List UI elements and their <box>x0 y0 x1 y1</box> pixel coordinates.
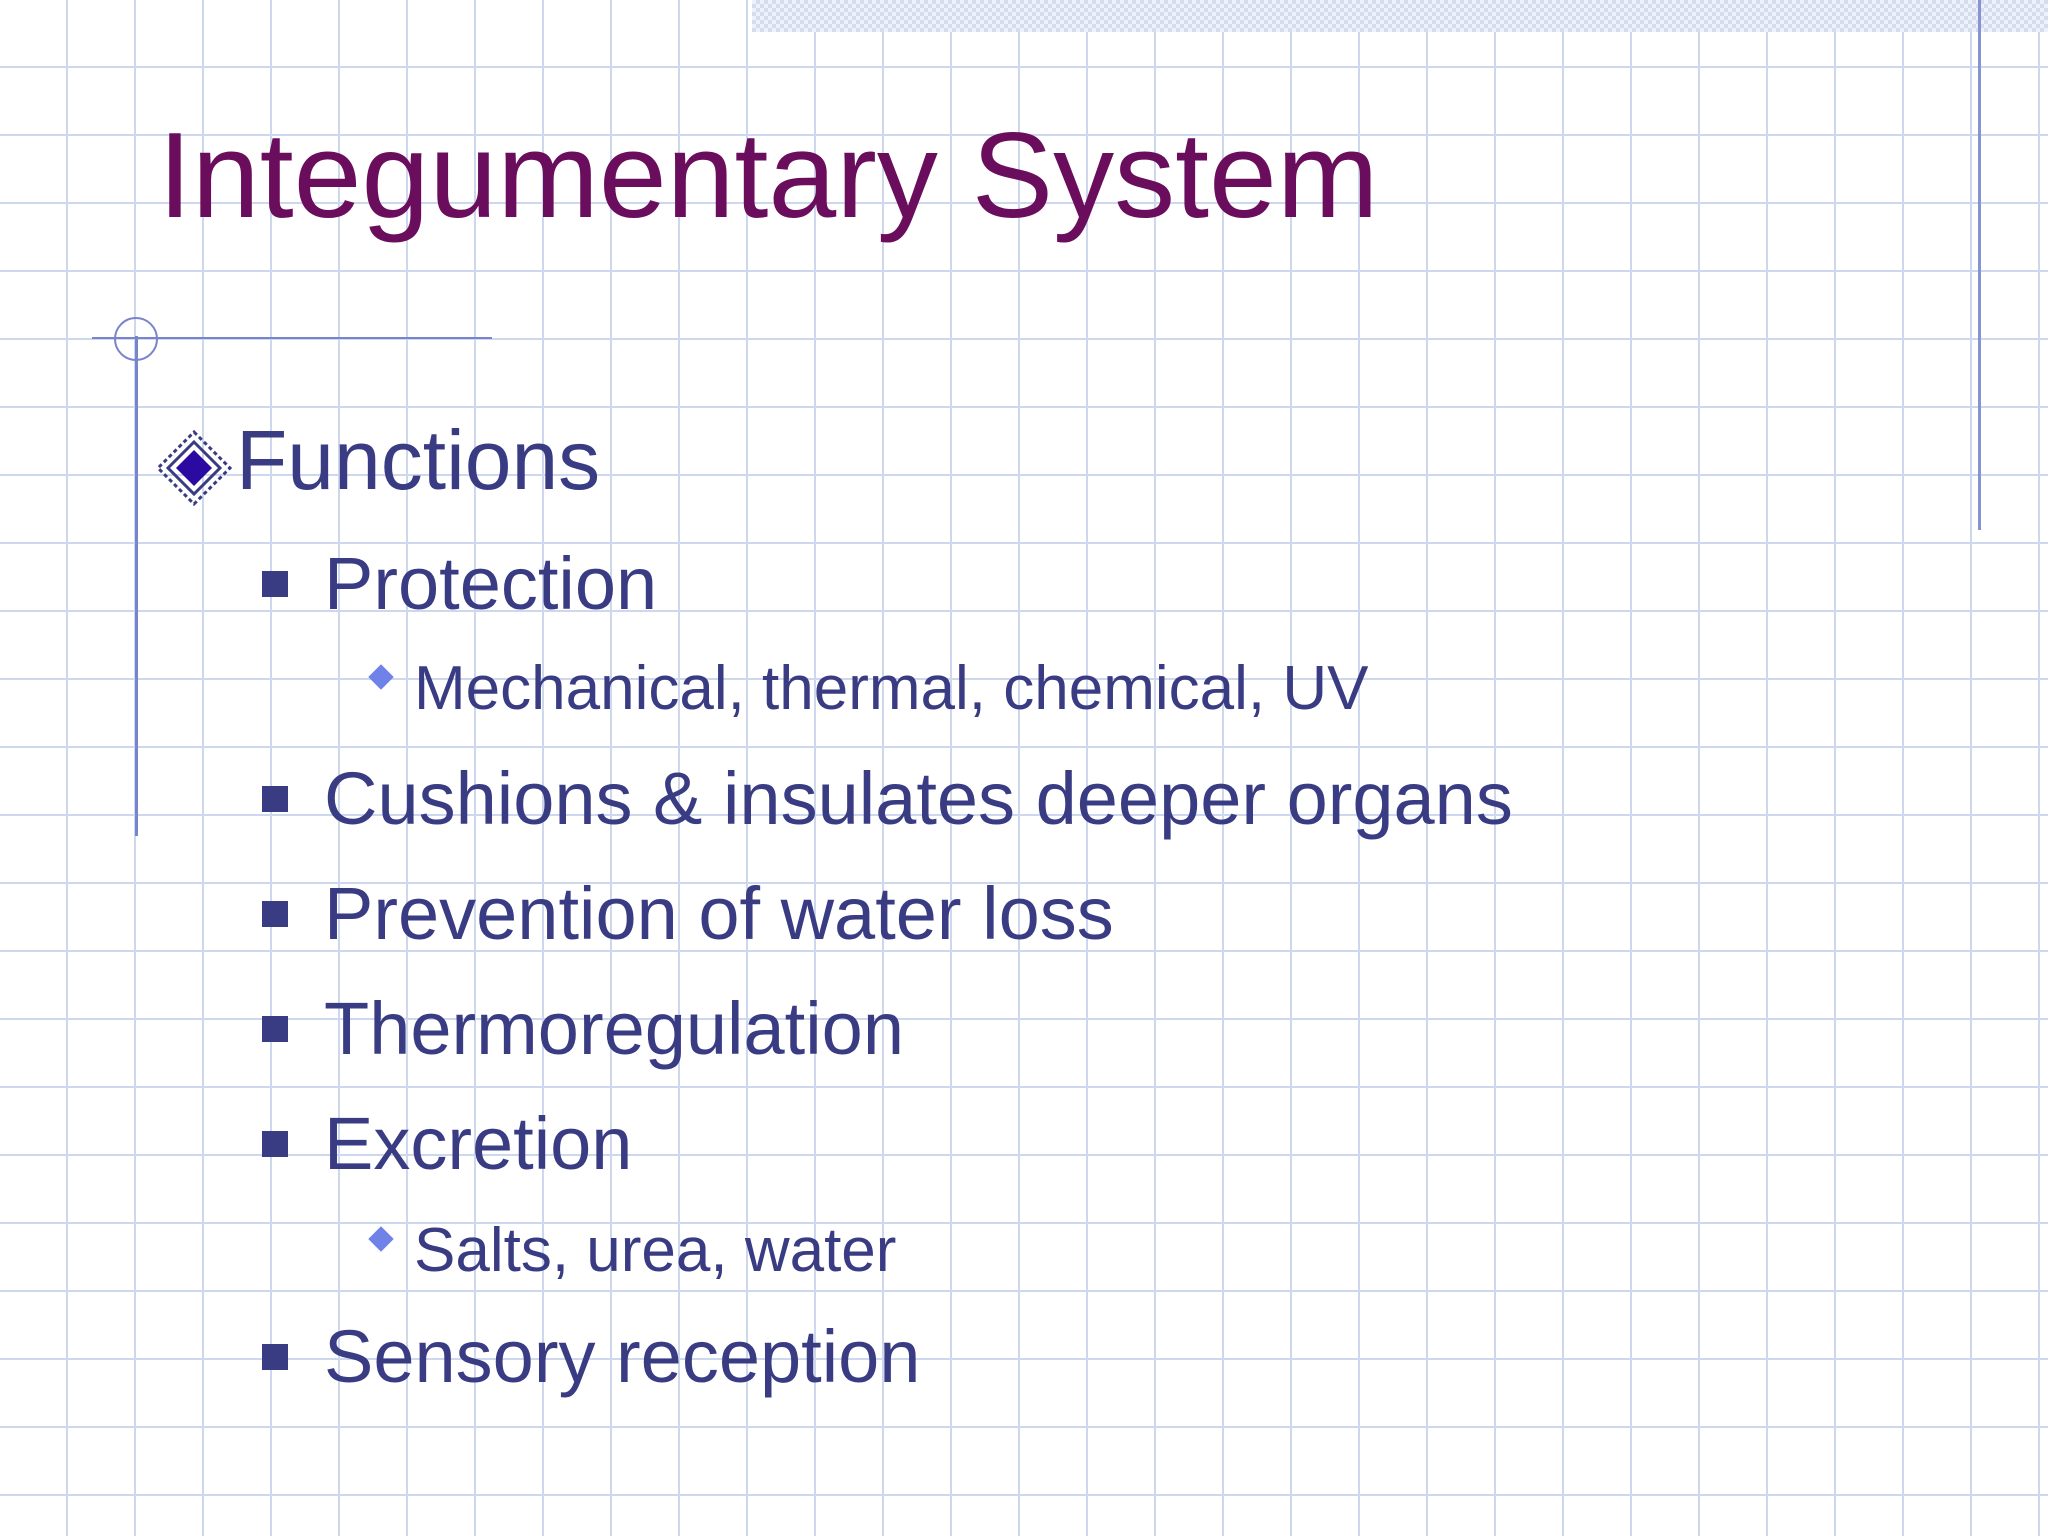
functions-heading: Functions <box>156 418 600 506</box>
small-diamond-bullet-icon <box>368 664 394 690</box>
list-item-label: Thermoregulation <box>324 987 904 1070</box>
square-bullet-icon <box>262 571 288 597</box>
square-bullet-icon <box>262 901 288 927</box>
square-bullet-icon <box>262 786 288 812</box>
list-item-cushions: Cushions & insulates deeper organs <box>262 762 1513 836</box>
square-bullet-icon <box>262 1016 288 1042</box>
list-item-label: Cushions & insulates deeper organs <box>324 757 1513 840</box>
sub-item-protection-types: Mechanical, thermal, chemical, UV <box>368 658 1368 720</box>
sub-item-label: Mechanical, thermal, chemical, UV <box>414 654 1369 723</box>
list-item-thermoregulation: Thermoregulation <box>262 992 904 1066</box>
decorative-right-rule <box>1978 0 1981 530</box>
list-item-water-loss: Prevention of water loss <box>262 877 1114 951</box>
list-item-protection: Protection <box>262 547 657 621</box>
sub-item-label: Salts, urea, water <box>414 1216 897 1285</box>
list-item-sensory-reception: Sensory reception <box>262 1320 920 1394</box>
list-item-label: Prevention of water loss <box>324 872 1114 955</box>
decorative-title-underline <box>92 337 492 339</box>
list-item-label: Sensory reception <box>324 1315 921 1398</box>
functions-heading-label: Functions <box>236 413 601 507</box>
square-bullet-icon <box>262 1344 288 1370</box>
list-item-excretion: Excretion <box>262 1107 632 1181</box>
square-bullet-icon <box>262 1131 288 1157</box>
slide-title: Integumentary System <box>158 107 1379 243</box>
list-item-label: Protection <box>324 542 658 625</box>
small-diamond-bullet-icon <box>368 1226 394 1252</box>
decorative-left-rule <box>135 336 138 836</box>
decorative-top-band <box>752 0 2048 32</box>
decorative-circle-mark <box>114 317 158 361</box>
sub-item-excretion-types: Salts, urea, water <box>368 1220 896 1282</box>
diamond-bullet-icon <box>156 430 232 506</box>
list-item-label: Excretion <box>324 1102 633 1185</box>
